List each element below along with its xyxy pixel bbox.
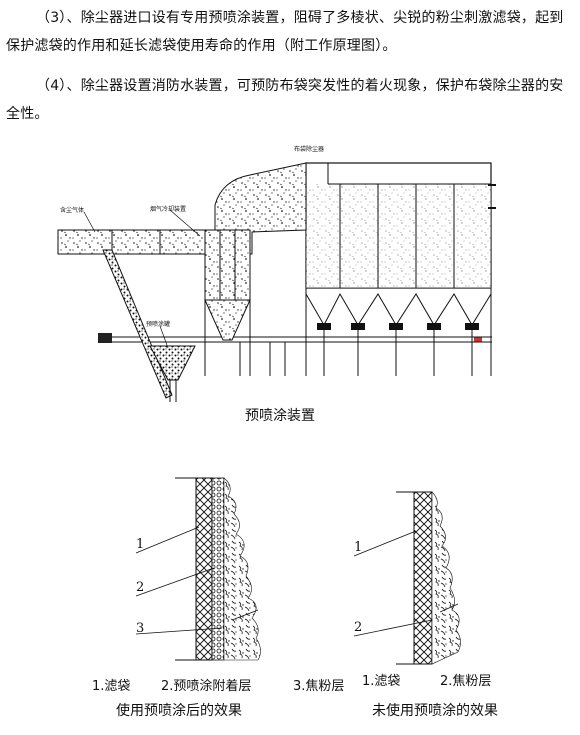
paragraph-3: （3）、除尘器进口设有专用预喷涂装置，阻碍了多棱状、尖锐的粉尘刺激滤袋，起到保护… — [6, 10, 564, 54]
left-legend-2: 2.预喷涂附着层 — [161, 679, 252, 694]
left-legend-3: 3.焦粉层 — [293, 679, 345, 694]
dust-gas-label: 含尘气体 — [60, 207, 85, 214]
left-callout-3: 3 — [136, 621, 145, 636]
precoat-diagram — [57, 162, 496, 402]
left-callout-1: 1 — [136, 537, 145, 552]
right-effect-figure — [353, 491, 461, 665]
paragraph-4: （4）、除尘器设置消防水装置，可预防布袋突发性的着火现象，保护布袋除尘器的安全性… — [6, 78, 564, 122]
left-callout-2: 2 — [136, 580, 145, 595]
right-callout-1: 1 — [354, 540, 363, 555]
right-caption: 未使用预喷涂的效果 — [372, 703, 498, 719]
cooling-device-label: 烟气冷却装置 — [150, 206, 187, 213]
baghouse-label: 布袋除尘器 — [294, 146, 325, 153]
right-legend-1: 1.滤袋 — [362, 674, 401, 689]
left-effect-figure — [135, 477, 261, 661]
left-caption: 使用预喷涂后的效果 — [116, 703, 242, 719]
left-legend-1: 1.滤袋 — [92, 679, 131, 694]
precoat-tank-label: 预喷涂罐 — [146, 321, 171, 328]
diagram-caption: 预喷涂装置 — [245, 408, 315, 424]
right-legend-2: 2.焦粉层 — [440, 674, 492, 689]
right-callout-2: 2 — [354, 620, 363, 635]
